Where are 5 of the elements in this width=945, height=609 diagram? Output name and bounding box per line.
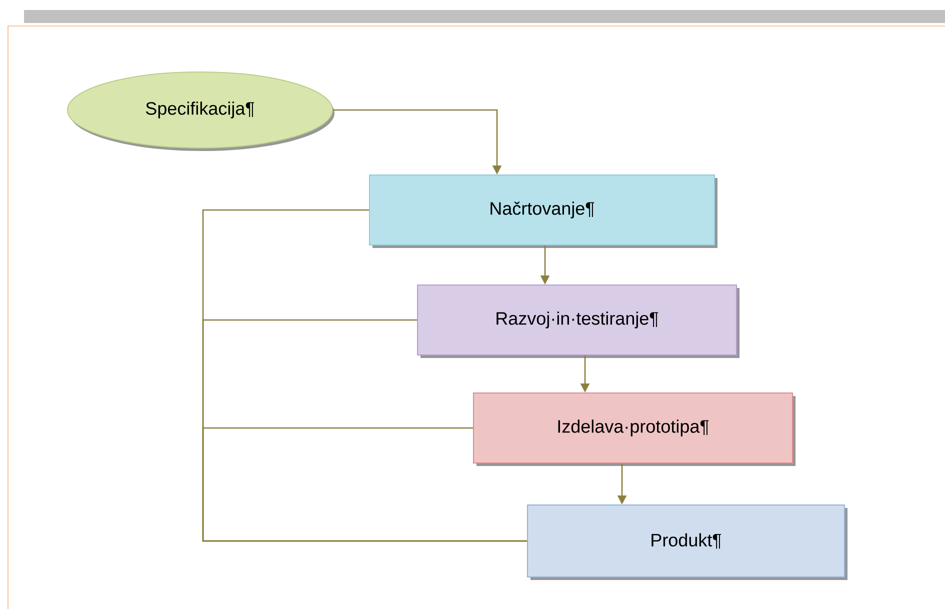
connector-line [202, 427, 527, 542]
process-box: Načrtovanje¶ [369, 174, 718, 248]
process-box: Produkt¶ [527, 504, 848, 580]
process-box: Izdelava·prototipa¶ [473, 392, 796, 466]
process-box: Razvoj·in·testiranje¶ [417, 284, 740, 358]
